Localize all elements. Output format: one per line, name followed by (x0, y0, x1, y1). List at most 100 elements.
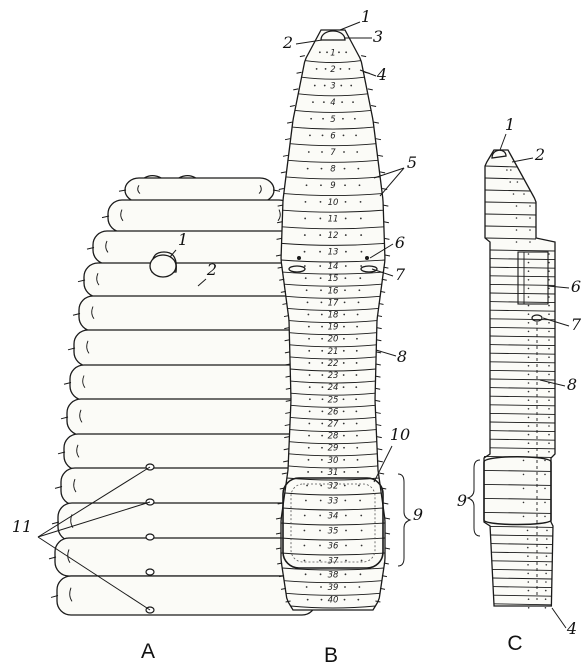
worm-b-setal-dot (345, 51, 347, 53)
worm-b-setal-dot (305, 201, 307, 203)
worm-b-segment-number: 32 (328, 482, 339, 492)
worm-a-segment (84, 263, 304, 297)
worm-b-segment-number: 11 (328, 214, 339, 224)
worm-b-setal-dot (320, 586, 322, 588)
worm-b-setal-dot (319, 51, 321, 53)
worm-b-setal-dot (345, 201, 347, 203)
worm-c-setal-dot (546, 530, 548, 532)
worm-b-seta (383, 205, 388, 206)
worm-b-setal-dot (345, 218, 347, 220)
worm-c-setal-dot (523, 460, 525, 462)
worm-c-setal-dot (528, 270, 530, 272)
worm-b-setal-dot (321, 362, 323, 364)
worm-b-setal-dot (308, 326, 310, 328)
worm-b-setal-dot (319, 218, 321, 220)
worm-b-setal-dot (312, 101, 314, 103)
worm-c-setal-dot (548, 408, 550, 410)
worm-b-setal-dot (356, 374, 358, 376)
worm-b-setal-dot (338, 51, 340, 53)
worm-a-segment (64, 434, 315, 470)
worm-c-setal-dot (546, 538, 548, 540)
worm-b-seta (368, 89, 373, 90)
worm-b-setal-dot (340, 68, 342, 70)
worm-b-setal-dot (357, 459, 359, 461)
worm-b-seta (376, 425, 381, 426)
worm-b-setal-dot (344, 485, 346, 487)
worm-c-setal-dot (545, 581, 547, 583)
callout-c-9: 9 (457, 491, 467, 510)
worm-b-segment-number: 8 (330, 165, 336, 175)
worm-a-segment (58, 503, 317, 541)
worm-b-seta (293, 89, 298, 90)
worm-b-setal-dot (309, 386, 311, 388)
worm-c-setal-dot (544, 460, 546, 462)
worm-c-setal-dot (529, 241, 531, 243)
worm-b-setal-dot (306, 289, 308, 291)
worm-b-setal-dot (358, 301, 360, 303)
callout-b-4: 4 (376, 65, 387, 84)
worm-c-setal-dot (545, 607, 547, 609)
worm-b-segment-number: 27 (328, 420, 339, 430)
callout-c-1: 1 (505, 115, 515, 134)
worm-b-setal-dot (356, 362, 358, 364)
worm-c-setal-dot (548, 339, 550, 341)
worm-b-setal-dot (344, 277, 346, 279)
worm-c-setal-dot (528, 331, 530, 333)
worm-c-setal-dot (528, 339, 530, 341)
worm-b-setal-dot (357, 471, 359, 473)
worm-b-setal-dot (319, 251, 321, 253)
worm-b-setal-dot (304, 251, 306, 253)
worm-b-setal-dot (344, 599, 346, 601)
worm-b-setal-dot (343, 350, 345, 352)
worm-b-segment-number: 28 (328, 432, 339, 442)
worm-b-setal-dot (360, 515, 362, 517)
worm-b-setal-dot (356, 338, 358, 340)
worm-b-seta (379, 473, 384, 474)
worm-c-setal-dot (546, 547, 548, 549)
worm-c-setal-dot (527, 581, 529, 583)
worm-c-setal-dot (528, 408, 530, 410)
worm-b-seta (375, 400, 380, 401)
callout-b-5: 5 (407, 153, 417, 172)
worm-c-setal-dot (523, 474, 525, 476)
worm-b-segment-number: 15 (328, 274, 339, 284)
worm-b-setal-dot (321, 168, 323, 170)
worm-b-setal-dot (308, 362, 310, 364)
worm-b-setal-dot (343, 398, 345, 400)
worm-b-setal-dot (343, 459, 345, 461)
worm-b-segment-number: 38 (328, 570, 339, 580)
worm-b-setal-dot (354, 118, 356, 120)
leader-line (340, 22, 360, 30)
worm-c-setal-dot (528, 590, 530, 592)
worm-c-setal-dot (529, 205, 531, 207)
worm-b-setal-dot (358, 289, 360, 291)
worm-b-setal-dot (360, 234, 362, 236)
callout-a-1: 1 (178, 230, 188, 249)
worm-b-setal-dot (350, 85, 352, 87)
worm-b-setal-dot (322, 118, 324, 120)
worm-b-setal-dot (305, 573, 307, 575)
worm-c-setal-dot (528, 442, 530, 444)
worm-b-setal-dot (361, 545, 363, 547)
callout-b-10: 10 (390, 425, 410, 444)
worm-b-setal-dot (360, 218, 362, 220)
worm-b-setal-dot (361, 560, 363, 562)
callout-b-8: 8 (397, 347, 407, 366)
callout-c-8: 8 (567, 375, 577, 394)
leader-line (500, 134, 506, 150)
worm-b-setal-dot (304, 560, 306, 562)
worm-b-segment-number: 21 (328, 347, 339, 357)
worm-c-setal-dot (528, 348, 530, 350)
worm-b-setal-dot (308, 350, 310, 352)
worm-c-lateral-view (484, 150, 555, 609)
worm-c-setal-dot (528, 391, 530, 393)
worm-b-setal-dot (321, 459, 323, 461)
worm-b-seta (385, 533, 390, 534)
worm-a-segment (125, 178, 274, 202)
worm-c-setal-dot (529, 229, 531, 231)
worm-c-setal-dot (544, 474, 546, 476)
worm-a-segment (55, 538, 317, 576)
worm-c-setal-dot (528, 451, 530, 453)
worm-b-female-pore (365, 256, 369, 260)
worm-b-setal-dot (309, 398, 311, 400)
